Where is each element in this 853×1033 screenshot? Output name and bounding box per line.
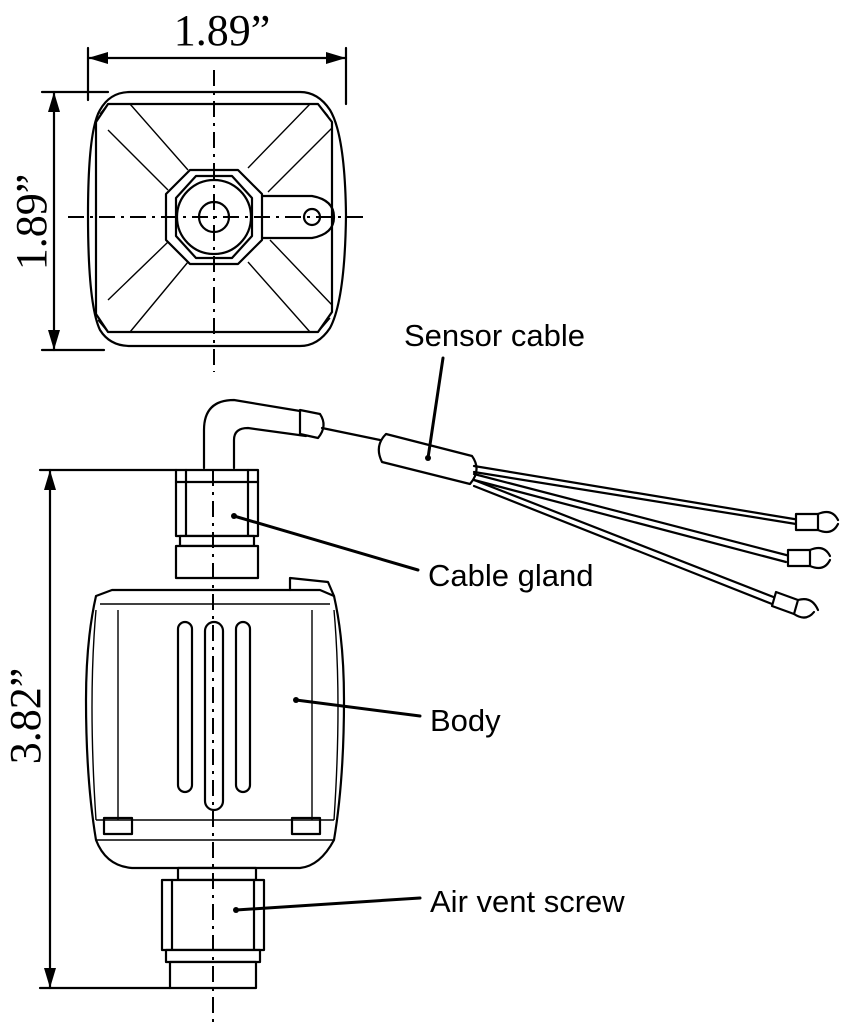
body-label: Body — [430, 703, 501, 738]
callout-sensor-cable: Sensor cable — [404, 318, 585, 461]
top-view — [68, 70, 368, 372]
overall-height-dimension: 3.82” — [1, 468, 178, 990]
body-drawing — [84, 576, 346, 870]
cable-gland-drawing — [174, 468, 260, 580]
air-vent-screw-label: Air vent screw — [430, 884, 625, 919]
top-height-label: 1.89” — [7, 174, 56, 271]
top-width-dimension: 1.89” — [86, 6, 348, 106]
callout-air-vent-screw: Air vent screw — [233, 884, 625, 919]
top-height-dimension: 1.89” — [7, 90, 110, 352]
callout-cable-gland: Cable gland — [231, 513, 593, 593]
top-width-label: 1.89” — [174, 6, 271, 55]
cable-gland-label: Cable gland — [428, 558, 593, 593]
sensor-cable-label: Sensor cable — [404, 318, 585, 353]
overall-height-label: 3.82” — [1, 668, 50, 765]
callout-body: Body — [293, 697, 501, 738]
